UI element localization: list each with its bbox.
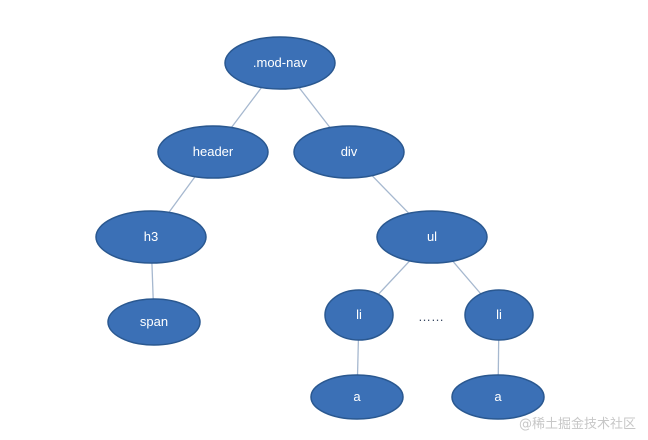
node-header: header <box>157 125 269 179</box>
edge-ul-to-li-right <box>452 260 482 295</box>
watermark-text: @稀土掘金技术社区 <box>518 417 636 432</box>
node-li-left: li <box>324 289 394 341</box>
node-div: div <box>293 125 405 179</box>
node-h3: h3 <box>95 210 207 264</box>
node-root-label: .mod-nav <box>253 55 308 70</box>
edge-root-to-div <box>298 87 331 128</box>
node-a-right-label: a <box>494 389 502 404</box>
node-ul-label: ul <box>427 229 437 244</box>
node-a-left: a <box>310 374 404 420</box>
edge-header-to-h3 <box>168 176 196 213</box>
node-li-left-label: li <box>356 307 362 322</box>
node-h3-label: h3 <box>144 229 158 244</box>
node-header-label: header <box>193 144 234 159</box>
edge-h3-to-span <box>151 262 154 300</box>
edge-li-left-to-a-left <box>356 339 360 376</box>
edge-div-to-ul <box>371 175 410 214</box>
edge-ul-to-li-left <box>377 260 411 295</box>
tree-edges <box>151 87 500 376</box>
node-span-label: span <box>140 314 168 329</box>
node-div-label: div <box>341 144 358 159</box>
siblings-ellipsis: …… <box>418 309 444 324</box>
node-a-left-label: a <box>353 389 361 404</box>
node-li-right-label: li <box>496 307 502 322</box>
node-span: span <box>107 298 201 346</box>
node-ul: ul <box>376 210 488 264</box>
edge-root-to-header <box>230 87 263 128</box>
node-li-right: li <box>464 289 534 341</box>
node-root: .mod-nav <box>224 36 336 90</box>
node-a-right: a <box>451 374 545 420</box>
